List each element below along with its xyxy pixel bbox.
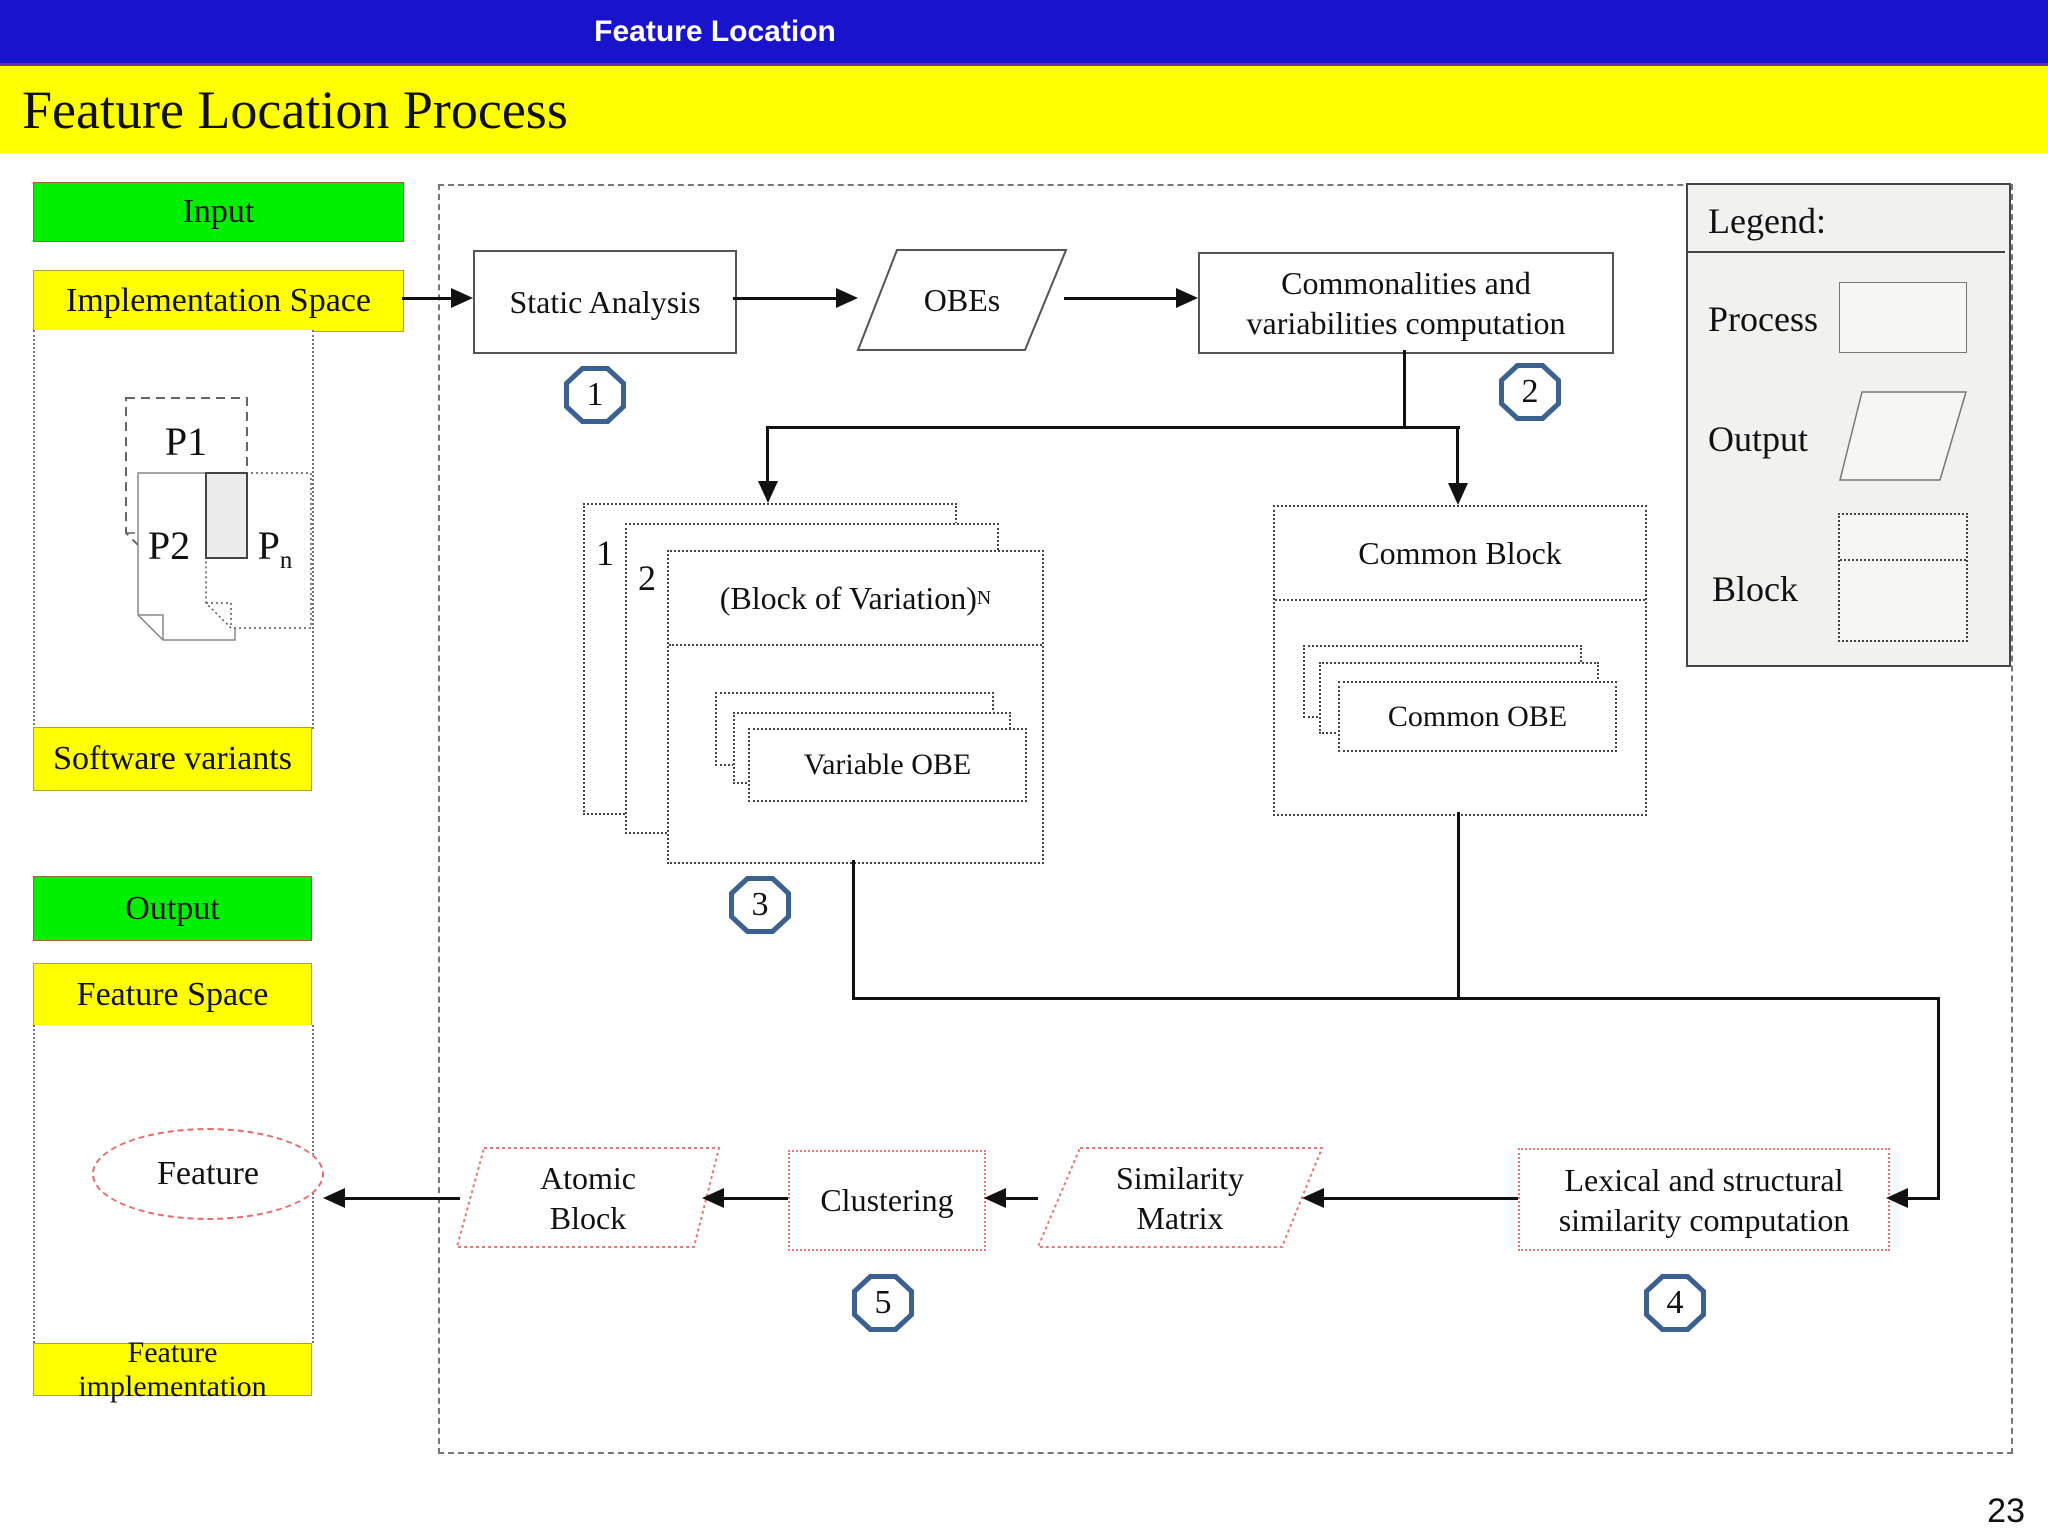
arrowhead: [1176, 288, 1198, 308]
similarity-matrix-shape: [1036, 1147, 1324, 1248]
commonalities-label: Commonalities and variabilities computat…: [1246, 265, 1566, 341]
arrowhead: [758, 481, 778, 503]
common-obe-box: Common OBE: [1338, 681, 1617, 752]
variant-pn-label: Pn: [257, 523, 293, 574]
connector-common-block-down: [1457, 812, 1460, 1000]
connector-atomic-to-feature: [345, 1197, 460, 1200]
connector-obes-to-commonalities: [1064, 297, 1178, 300]
arrowhead: [836, 288, 858, 308]
software-variants-panel: P1 P2 Pn: [33, 330, 314, 729]
legend-block-shape: [1838, 513, 1968, 642]
variant-p2-label: P2: [147, 523, 191, 568]
clustering-box: Clustering: [788, 1150, 986, 1251]
step-badge-2: 2: [1499, 363, 1561, 421]
step-badge-4: 4: [1644, 1274, 1706, 1332]
window-title: Feature Location: [594, 14, 836, 48]
legend-output-shape: [1839, 391, 1968, 481]
connector-commonalities-down: [1403, 350, 1406, 428]
atomic-block-shape: [455, 1147, 721, 1248]
legend-process-label: Process: [1708, 299, 1818, 339]
arrowhead: [1448, 483, 1468, 505]
variant-documents-graphic: [125, 397, 312, 641]
arrowhead: [702, 1188, 724, 1208]
feature-ellipse: Feature: [92, 1128, 324, 1220]
connector-right-down: [1937, 997, 1940, 1200]
connector-to-common-block: [1456, 426, 1459, 485]
process-diagram-frame: [438, 184, 2013, 1454]
arrowhead: [323, 1188, 345, 1208]
input-label-box: Input: [33, 182, 404, 242]
page-number: 23: [1987, 1492, 2025, 1530]
feature-space-box: Feature Space: [33, 963, 312, 1027]
obes-shape: [856, 249, 1068, 351]
arrowhead: [1886, 1188, 1908, 1208]
legend-process-shape: [1839, 282, 1967, 353]
lexical-similarity-label: Lexical and structural similarity comput…: [1558, 1161, 1850, 1238]
variant-p1-label: P1: [164, 419, 208, 464]
connector-to-bov: [766, 426, 769, 483]
arrowhead: [984, 1188, 1006, 1208]
connector-clustering-to-atomic: [724, 1197, 788, 1200]
arrowhead: [1302, 1188, 1324, 1208]
obes-label: OBEs: [923, 282, 1001, 318]
connector-input-to-static: [402, 297, 454, 300]
step-badge-3: 3: [729, 876, 791, 934]
common-block-title: Common Block: [1275, 507, 1645, 601]
legend-title: Legend:: [1708, 201, 1826, 241]
step-badge-5: 5: [852, 1274, 914, 1332]
connector-bov-down: [852, 860, 855, 1000]
connector-matrix-to-clustering: [1006, 1197, 1038, 1200]
feature-implementation-box: Feature implementation: [33, 1336, 312, 1403]
block-of-variation-title: (Block of Variation)N: [669, 552, 1042, 646]
similarity-matrix-label: Similarity Matrix: [1116, 1159, 1244, 1236]
slide-title-band: [0, 66, 2048, 153]
legend-block-label: Block: [1712, 569, 1798, 609]
output-label-box: Output: [33, 876, 312, 941]
connector-lexical-to-matrix: [1324, 1197, 1518, 1200]
variable-obe-box: Variable OBE: [748, 728, 1027, 802]
commonalities-box: Commonalities and variabilities computat…: [1198, 252, 1614, 354]
lexical-similarity-box: Lexical and structural similarity comput…: [1518, 1148, 1890, 1251]
app-header-bar: [0, 0, 2048, 66]
connector-merge-horizontal: [852, 997, 1940, 1000]
connector-split-horizontal: [766, 426, 1460, 429]
connector-static-to-obes: [733, 297, 838, 300]
connector-into-lexical: [1908, 1197, 1940, 1200]
step-badge-1: 1: [564, 366, 626, 424]
static-analysis-box: Static Analysis: [473, 250, 737, 354]
bov-stack-label-1: 1: [596, 533, 614, 573]
legend-divider: [1688, 251, 2005, 253]
implementation-space-box: Implementation Space: [33, 270, 404, 332]
bov-stack-label-2: 2: [638, 558, 656, 598]
legend-output-label: Output: [1708, 419, 1809, 459]
software-variants-box: Software variants: [33, 727, 312, 791]
arrowhead: [451, 288, 473, 308]
slide-title: Feature Location Process: [22, 79, 568, 140]
atomic-block-label: Atomic Block: [540, 1159, 636, 1236]
